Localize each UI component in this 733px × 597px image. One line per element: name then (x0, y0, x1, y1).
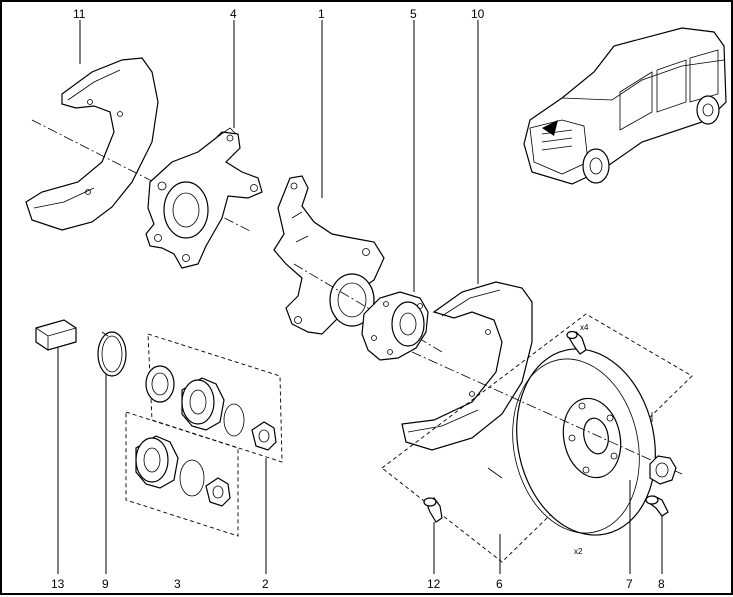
callout-10: 10 (471, 7, 485, 21)
callout-8: 8 (658, 577, 665, 591)
dim-mark (487, 467, 503, 479)
backing-plate-top-part (25, 57, 159, 231)
bearing-kit-lower-part (135, 435, 231, 507)
callout-13: 13 (51, 577, 65, 591)
callout-1: 1 (318, 7, 325, 21)
steering-knuckle-center-part (273, 175, 385, 335)
leader-lines (57, 20, 663, 574)
quantity-mark-bottom: x2 (574, 547, 583, 556)
quantity-mark-top: x4 (580, 323, 589, 332)
callout-4: 4 (230, 7, 237, 21)
brake-disc-part (512, 348, 656, 536)
callout-6: 6 (496, 577, 503, 591)
disc-bolt-top (566, 330, 587, 355)
callout-3: 3 (174, 577, 181, 591)
steering-knuckle-left-part (145, 127, 263, 269)
callout-5: 5 (410, 7, 417, 21)
disc-bolt-part (645, 495, 669, 517)
hub-nut-part (649, 455, 677, 485)
vehicle-icon (523, 27, 727, 185)
bearing-kit-upper-part (145, 365, 277, 451)
callout-9: 9 (102, 577, 109, 591)
grease-block-part (35, 319, 77, 351)
callout-7: 7 (626, 577, 633, 591)
bolt-small-part (423, 497, 443, 523)
disc-assembly-box (381, 313, 693, 563)
bearing-kit-upper-box (147, 333, 283, 463)
bearing-kit-lower-box (125, 411, 239, 537)
callout-11: 11 (73, 7, 86, 21)
circlip-part (97, 331, 127, 377)
axis-line-right (411, 351, 683, 475)
backing-plate-right-part (401, 281, 533, 451)
callout-2: 2 (262, 577, 269, 591)
callout-12: 12 (427, 577, 441, 591)
axis-line-center (293, 263, 443, 353)
wheel-hub-part (361, 291, 429, 361)
